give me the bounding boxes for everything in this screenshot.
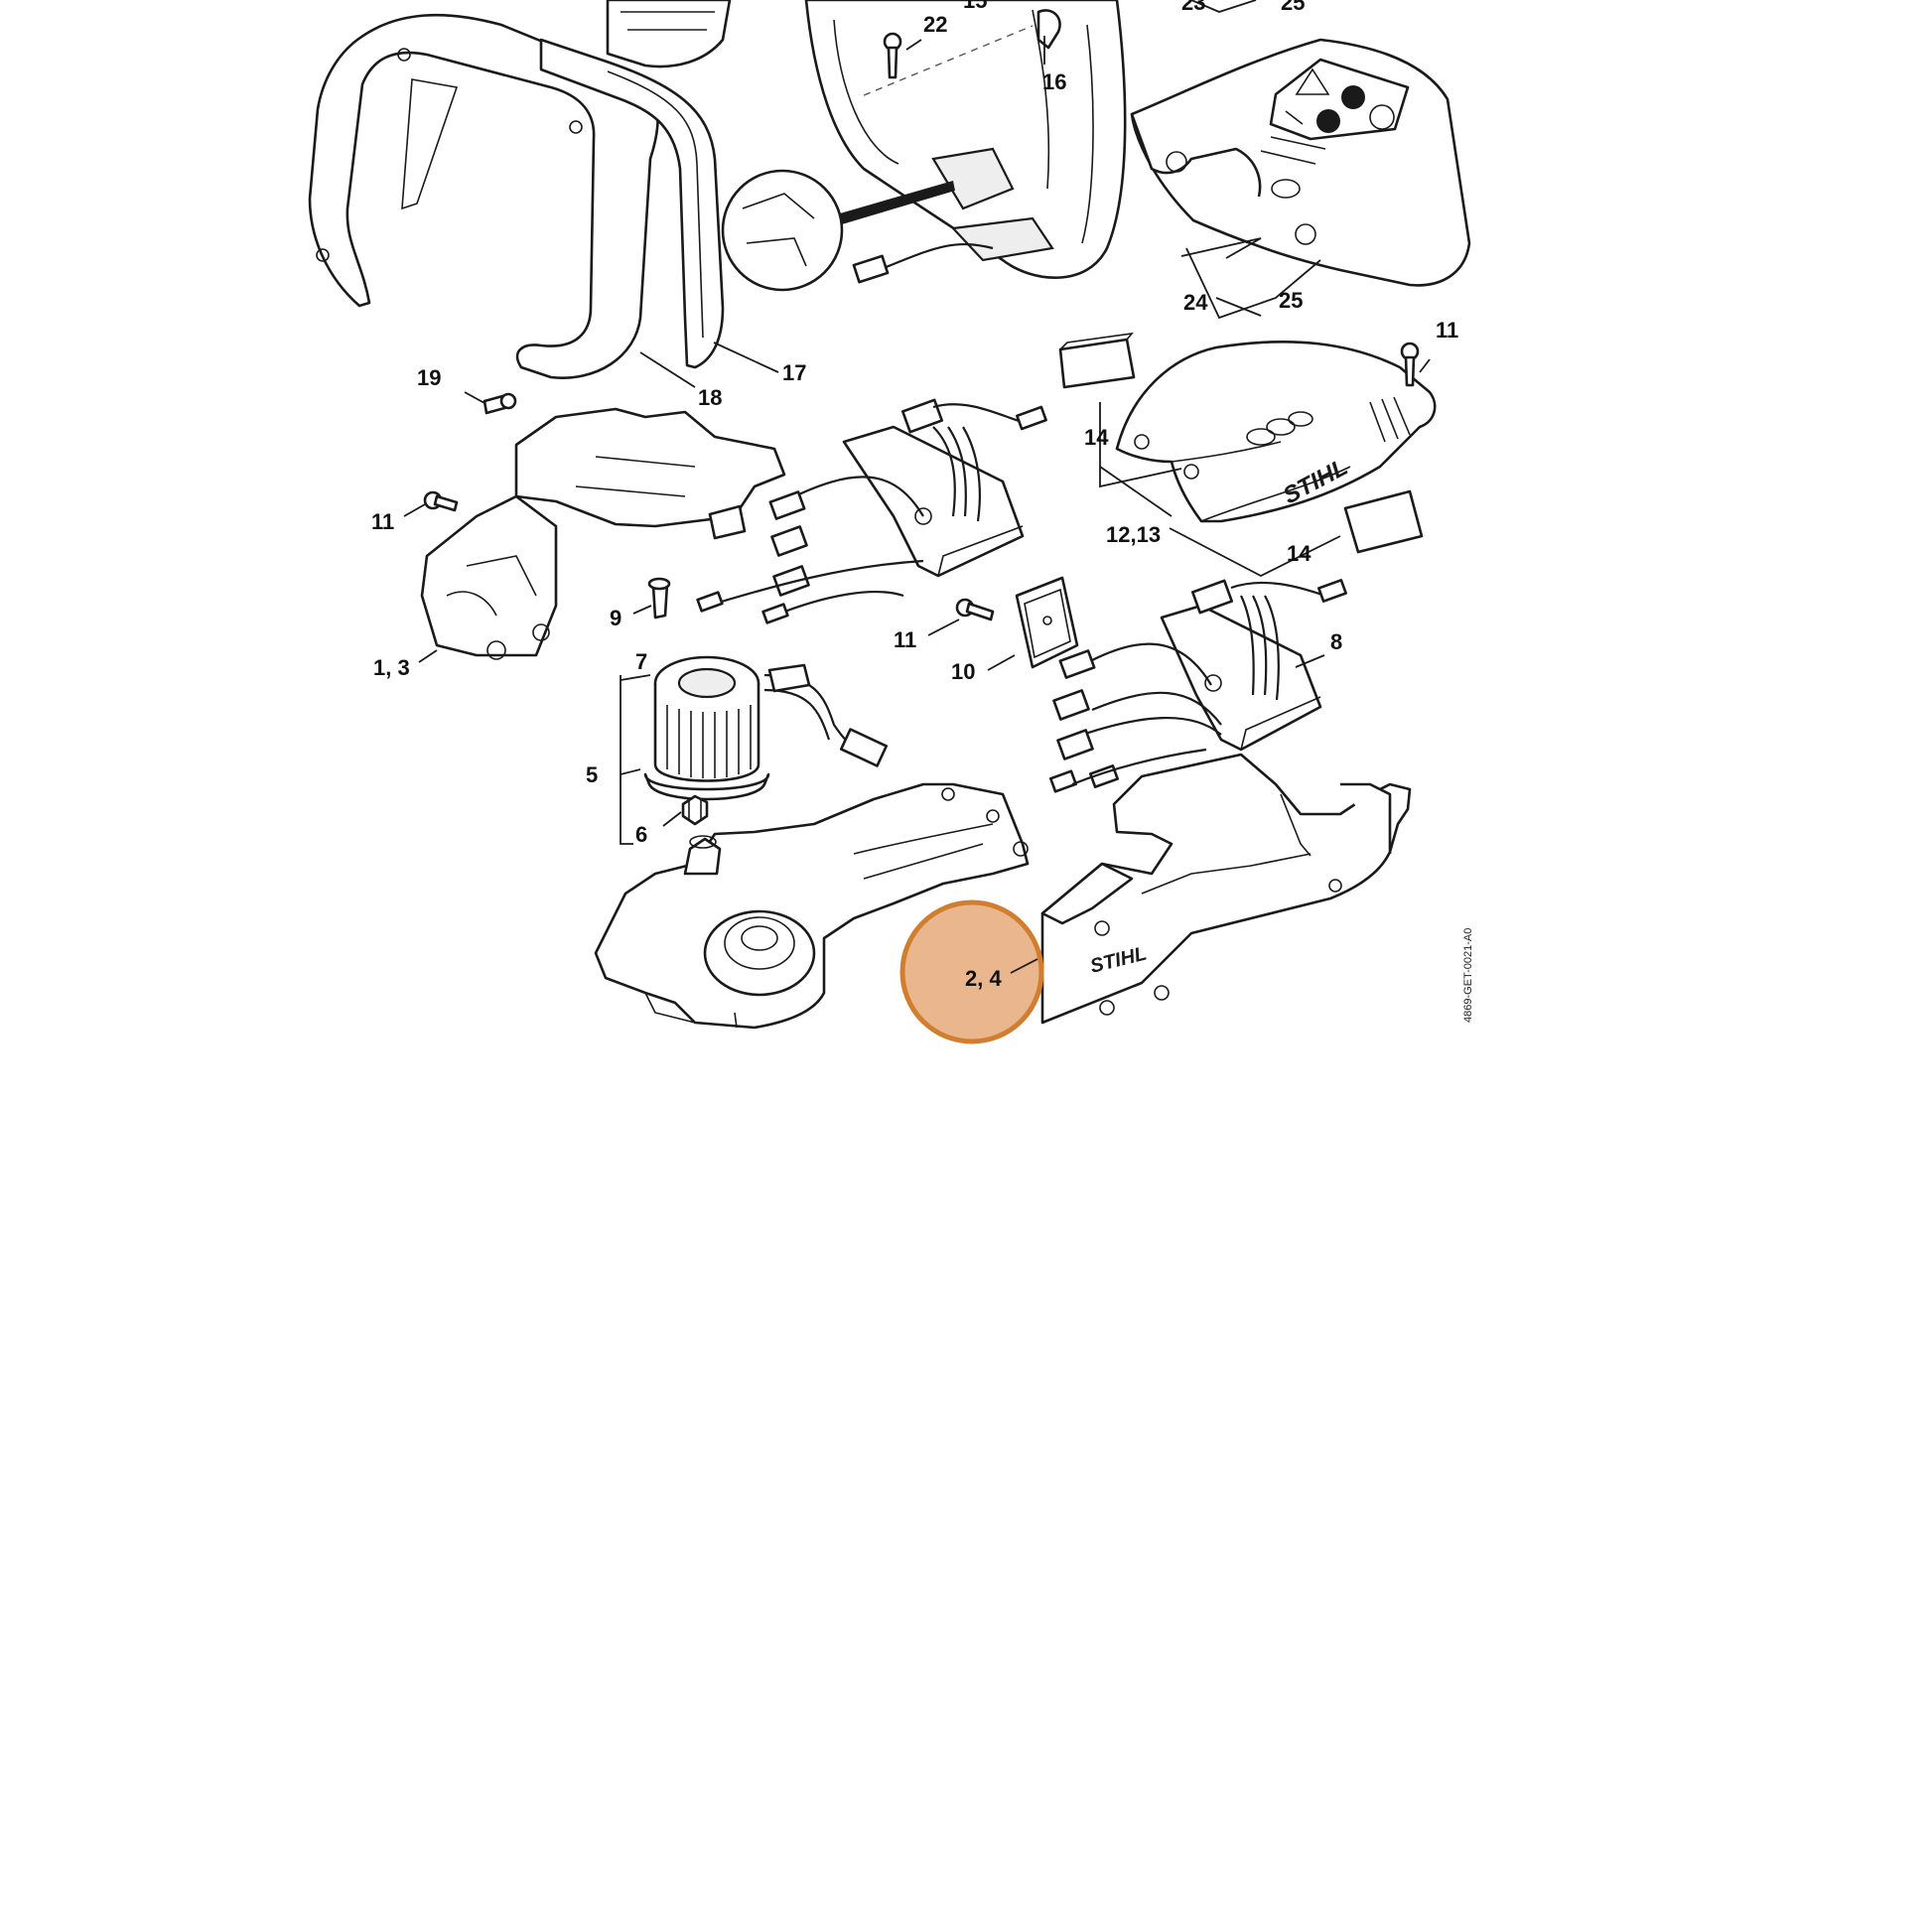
gear-housing-base[interactable] <box>594 782 1030 1030</box>
callout-17: 17 <box>782 360 806 385</box>
handle-housing-half[interactable] <box>804 0 1127 279</box>
screw-9[interactable] <box>647 577 671 620</box>
leader-lines <box>403 0 1431 974</box>
front-housing-1-3[interactable] <box>420 407 786 660</box>
callout-25: 25 <box>1279 288 1303 313</box>
callout-18: 18 <box>698 385 722 410</box>
callout-7: 7 <box>635 649 647 674</box>
callout-6: 6 <box>635 822 647 847</box>
electronics-module-7[interactable] <box>696 398 1047 624</box>
screw-22[interactable] <box>883 32 902 79</box>
callout-9: 9 <box>610 606 621 630</box>
screw-19[interactable] <box>483 392 517 415</box>
callout-14-lower: 14 <box>1287 541 1311 566</box>
housing-cover-top[interactable] <box>1130 38 1471 287</box>
dashed-assembly-line <box>863 25 1034 96</box>
callout-19: 19 <box>417 365 441 390</box>
callout-11-top-right: 11 <box>1436 318 1458 343</box>
drawing-id-code: 4869-GET-0021-A0 <box>1462 928 1474 1023</box>
callout-25-top: 25 <box>1281 0 1305 15</box>
callout-14-upper: 14 <box>1084 425 1109 450</box>
callout-10: 10 <box>951 659 975 684</box>
callout-labels: 22 15 23 25 16 24 25 17 18 19 11 14 12,1… <box>371 0 1458 991</box>
callout-1-3: 1, 3 <box>373 655 410 680</box>
coupling-6[interactable] <box>681 794 709 826</box>
motor-5[interactable] <box>643 655 889 801</box>
callout-16: 16 <box>1042 69 1066 94</box>
screw-11-left[interactable] <box>423 490 459 512</box>
callout-15: 15 <box>963 0 987 13</box>
callout-12-13: 12,13 <box>1106 522 1161 547</box>
cover-plate-10[interactable] <box>1015 576 1079 669</box>
foam-pad-14-lower[interactable] <box>1343 489 1424 554</box>
top-cover-12-13[interactable]: STIHL <box>1115 341 1437 523</box>
foam-pad-14-upper[interactable] <box>1058 332 1136 389</box>
callout-23: 23 <box>1181 0 1205 15</box>
callout-8: 8 <box>1330 629 1342 654</box>
electronics-module-8[interactable] <box>1048 579 1347 793</box>
handle-housing-top-left-fragment <box>606 0 732 69</box>
screw-11-top-right[interactable] <box>1400 342 1420 387</box>
switch-cable <box>852 242 994 284</box>
callout-11-middle: 11 <box>894 627 916 652</box>
callout-22: 22 <box>923 12 947 37</box>
highlight-marker[interactable] <box>899 899 1044 1044</box>
callout-11-left: 11 <box>371 509 394 534</box>
handle-gasket-17[interactable] <box>539 38 725 369</box>
callout-2-4: 2, 4 <box>965 966 1002 991</box>
detail-inset-circle <box>721 169 955 292</box>
screw-11-middle[interactable] <box>955 598 995 621</box>
lower-housing-right[interactable]: STIHL <box>1040 753 1412 1025</box>
callout-5: 5 <box>586 762 598 787</box>
callout-24: 24 <box>1183 290 1208 315</box>
